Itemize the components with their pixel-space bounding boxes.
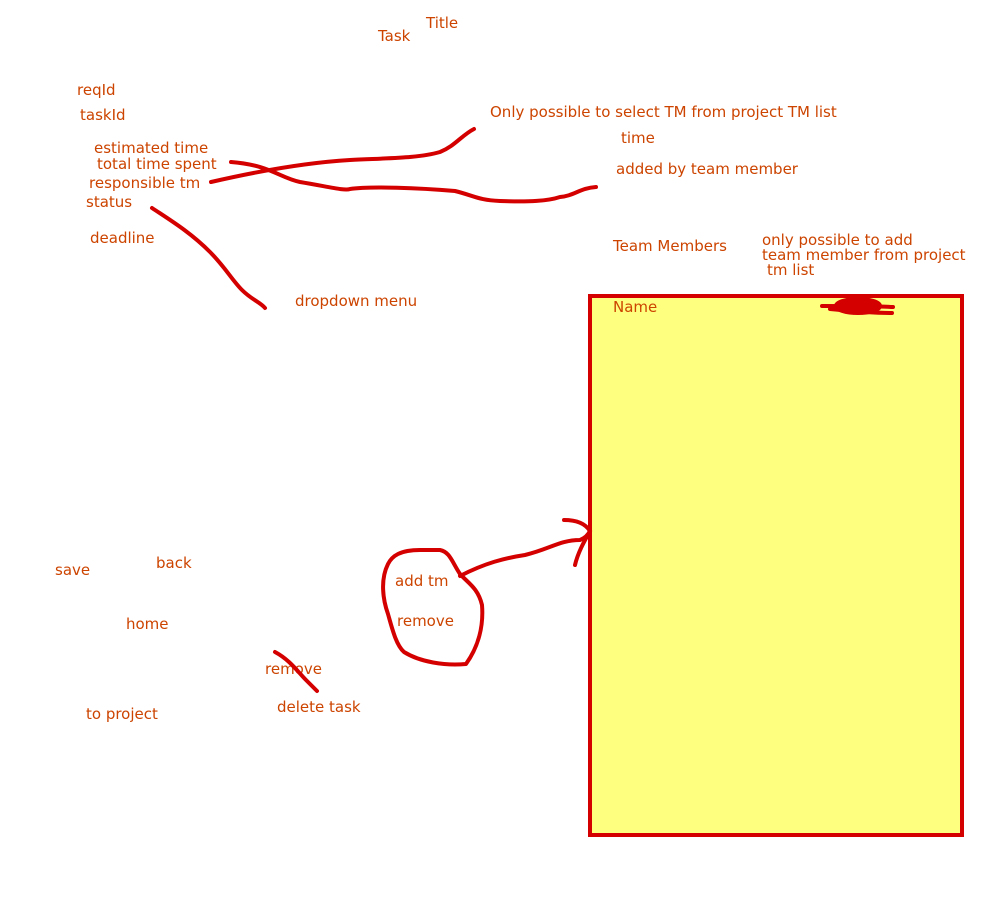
delete-task-button[interactable]: delete task <box>277 698 361 716</box>
field-taskid: taskId <box>80 106 126 124</box>
remove-tm-button[interactable]: remove <box>397 612 454 630</box>
field-deadline: deadline <box>90 229 155 247</box>
field-total-time-spent: total time spent <box>97 155 217 173</box>
page-title: Title <box>426 14 459 32</box>
back-button[interactable]: back <box>156 554 192 572</box>
team-members-list[interactable] <box>588 294 964 837</box>
note-dropdown-menu: dropdown menu <box>295 292 418 310</box>
task-label: Task <box>378 27 411 45</box>
save-button[interactable]: save <box>55 561 91 579</box>
note-added-by: added by team member <box>616 160 798 178</box>
field-reqid: reqId <box>77 81 116 99</box>
arrowhead-upper <box>562 518 592 533</box>
note-add-tm-line-2: team member from project <box>762 246 966 264</box>
circle-add-remove <box>381 548 485 667</box>
note-add-tm-line-3: tm list <box>767 261 815 279</box>
note-select-tm: Only possible to select TM from project … <box>490 103 837 121</box>
field-status: status <box>86 193 133 211</box>
field-responsible-tm: responsible tm <box>89 174 201 192</box>
note-time: time <box>621 129 655 147</box>
add-tm-button[interactable]: add tm <box>395 572 449 590</box>
to-project-button[interactable]: to project <box>86 705 158 723</box>
arrow-to-team-list <box>458 529 592 578</box>
field-estimated-time: estimated time <box>94 139 209 157</box>
team-list-name-column: Name <box>613 298 658 316</box>
home-button[interactable]: home <box>126 615 169 633</box>
note-add-tm-line-1: only possible to add <box>762 231 913 249</box>
stroke-status-to-dropdown <box>150 206 267 310</box>
team-members-heading: Team Members <box>613 237 727 255</box>
stroke-total-time-to-added-by <box>229 160 598 204</box>
stroke-responsible-to-select-note <box>209 127 476 184</box>
remove-task-button[interactable]: remove <box>265 660 322 678</box>
